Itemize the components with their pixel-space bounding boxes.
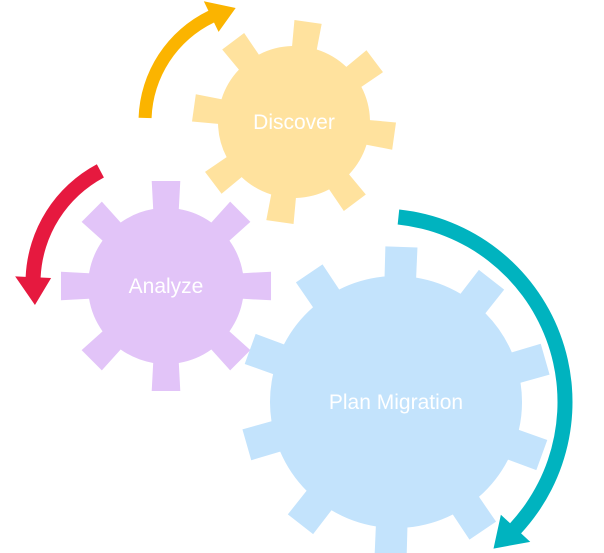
- gear-discover: [192, 20, 396, 224]
- gear-analyze: [60, 180, 272, 392]
- arrow-orange-curved-arrow-icon: [138, 1, 236, 119]
- arrow-teal-curved-arrow-icon: [397, 209, 573, 549]
- gear-plan-migration: [242, 246, 550, 553]
- arrow-red-curved-arrow-icon: [15, 164, 104, 306]
- gear-label-plan-migration: Plan Migration: [329, 391, 463, 414]
- gear-label-analyze: Analyze: [129, 275, 204, 298]
- gear-label-discover: Discover: [253, 111, 335, 134]
